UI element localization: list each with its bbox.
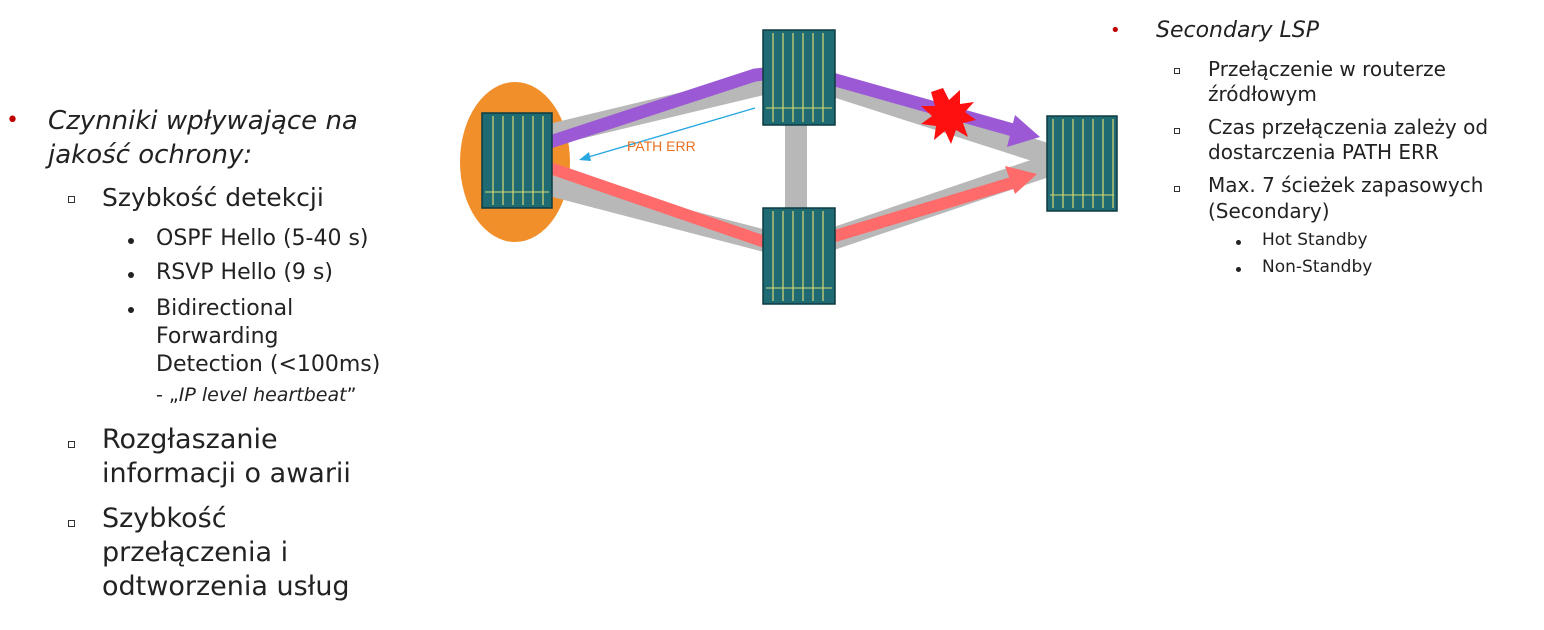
left-item-3-line3: odtworzenia usług — [102, 571, 350, 602]
square-bullet — [68, 520, 75, 527]
right-item-1-line2: źródłowym — [1208, 82, 1317, 106]
right-item-2-line2: dostarczenia PATH ERR — [1208, 140, 1439, 164]
right-item-3-line1: Max. 7 ścieżek zapasowych — [1208, 173, 1484, 197]
right-item-3-line2: (Secondary) — [1208, 199, 1330, 223]
square-bullet — [1174, 128, 1180, 134]
router-bottom — [762, 207, 836, 305]
left-title-line1: Czynniki wpływające na — [48, 106, 358, 136]
right-title: Secondary LSP — [1156, 18, 1319, 43]
left-item-3-line1: Szybkość — [102, 503, 227, 534]
left-item-2-line2: informacji o awarii — [102, 458, 351, 489]
bullet-marker: • — [6, 108, 19, 133]
router-source — [481, 112, 553, 209]
failure-burst-icon — [921, 88, 976, 144]
left-subitem-3-suffix: - „IP level heartbeat” — [156, 384, 357, 406]
left-title-line2: jakość ochrony: — [48, 140, 253, 170]
left-subitem-1: OSPF Hello (5-40 s) — [156, 226, 369, 251]
dot-bullet — [128, 238, 134, 244]
left-item-3-line2: przełączenia i — [102, 537, 289, 568]
left-item-1: Szybkość detekcji — [102, 183, 324, 212]
dot-bullet — [1236, 267, 1241, 272]
right-item-2-line1: Czas przełączenia zależy od — [1208, 115, 1489, 139]
left-subitem-2: RSVP Hello (9 s) — [156, 260, 333, 285]
left-item-2-line1: Rozgłaszanie — [102, 424, 278, 455]
dot-bullet — [128, 272, 134, 278]
network-diagram: PATH ERR — [460, 29, 1118, 305]
path-err-arrow — [584, 107, 756, 159]
square-bullet — [1174, 68, 1180, 74]
path-err-label: PATH ERR — [627, 138, 696, 154]
left-subitem-3-line2: Forwarding — [156, 324, 279, 349]
square-bullet — [68, 441, 75, 448]
router-top — [762, 29, 836, 126]
dot-bullet — [1236, 240, 1241, 245]
square-bullet — [1174, 186, 1180, 192]
left-subitem-3-line3: Detection (<100ms) — [156, 352, 381, 377]
square-bullet — [68, 196, 75, 203]
left-subitem-3-line1: Bidirectional — [156, 296, 294, 321]
vertical-link — [785, 115, 807, 215]
dot-bullet — [128, 307, 134, 313]
right-subitem-2: Non-Standby — [1262, 257, 1373, 277]
right-item-1-line1: Przełączenie w routerze — [1208, 57, 1446, 81]
router-destination — [1046, 115, 1118, 212]
path-err-arrowhead — [579, 152, 591, 161]
right-subitem-1: Hot Standby — [1262, 230, 1368, 250]
bullet-marker: • — [1110, 20, 1121, 41]
